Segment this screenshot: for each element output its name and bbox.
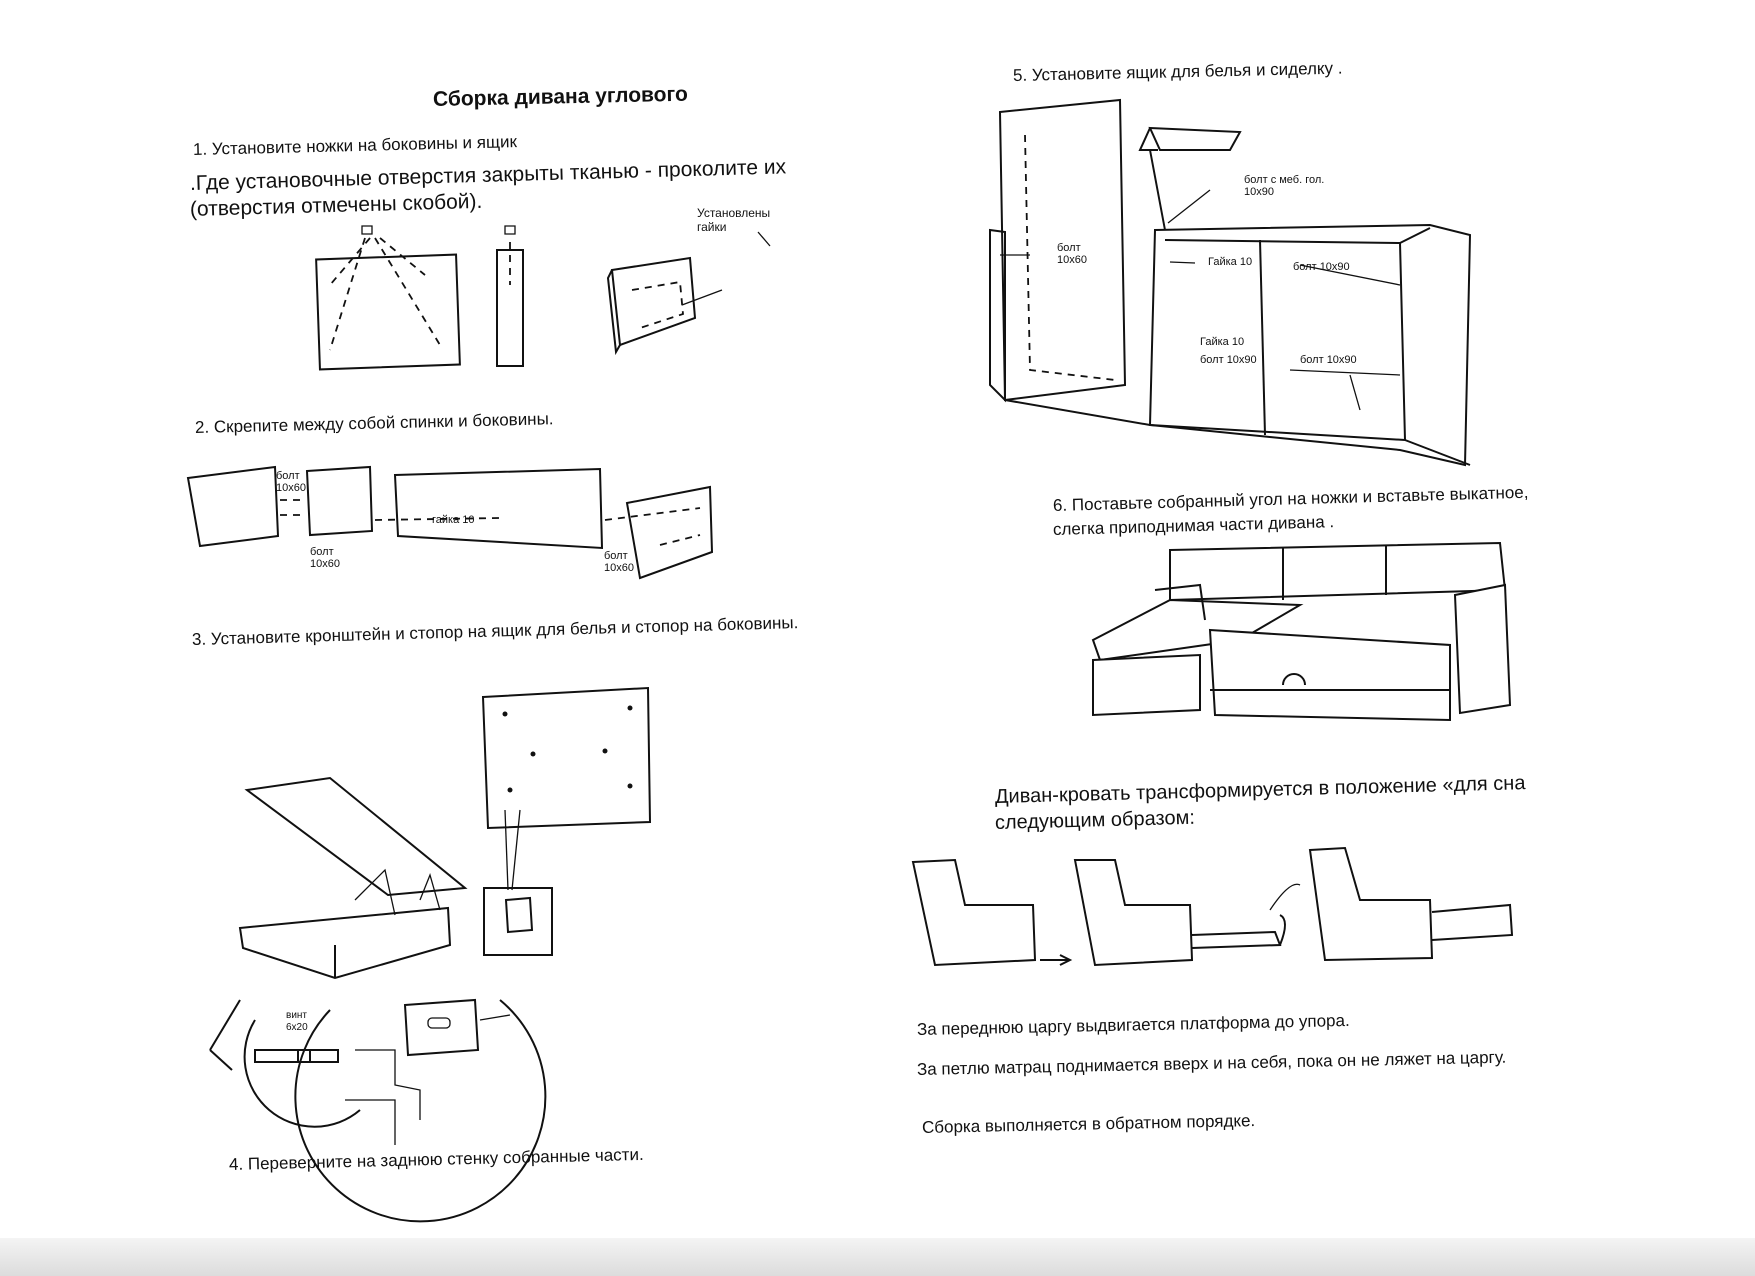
label-bolt-furniture-head: болт с меб. гол. 10x90	[1244, 174, 1325, 198]
step1-diagram	[315, 225, 771, 371]
step5-diagram	[989, 98, 1472, 467]
label-nut-10-a: Гайка 10	[1208, 256, 1253, 268]
label-bolt-10x90-c: болт 10x90	[1300, 354, 1357, 366]
label-bolt-10x90-a: болт 10x90	[1293, 261, 1350, 273]
label-bolt-10x60-a: болт 10x60	[276, 470, 306, 494]
scan-shadow-band	[0, 1238, 1755, 1276]
step-1-nuts-label: Установлены гайки	[697, 206, 771, 234]
step2-diagram	[186, 465, 714, 580]
step6-diagram	[1091, 541, 1512, 722]
label-bolt-10x60-step5: болт 10x60	[1057, 242, 1087, 266]
label-nut-10-b: Гайка 10	[1200, 336, 1245, 348]
label-nut-10: гайка 10	[432, 514, 475, 526]
label-bolt-10x60-b: болт 10x60	[310, 546, 340, 570]
step3-diagram	[209, 686, 652, 1223]
label-bolt-10x90-b: болт 10x90	[1200, 354, 1257, 366]
label-bolt-10x60-c: болт 10x60	[604, 550, 634, 574]
transform-diagram	[911, 846, 1514, 967]
label-screw-6x20: винт 6x20	[286, 1010, 308, 1033]
